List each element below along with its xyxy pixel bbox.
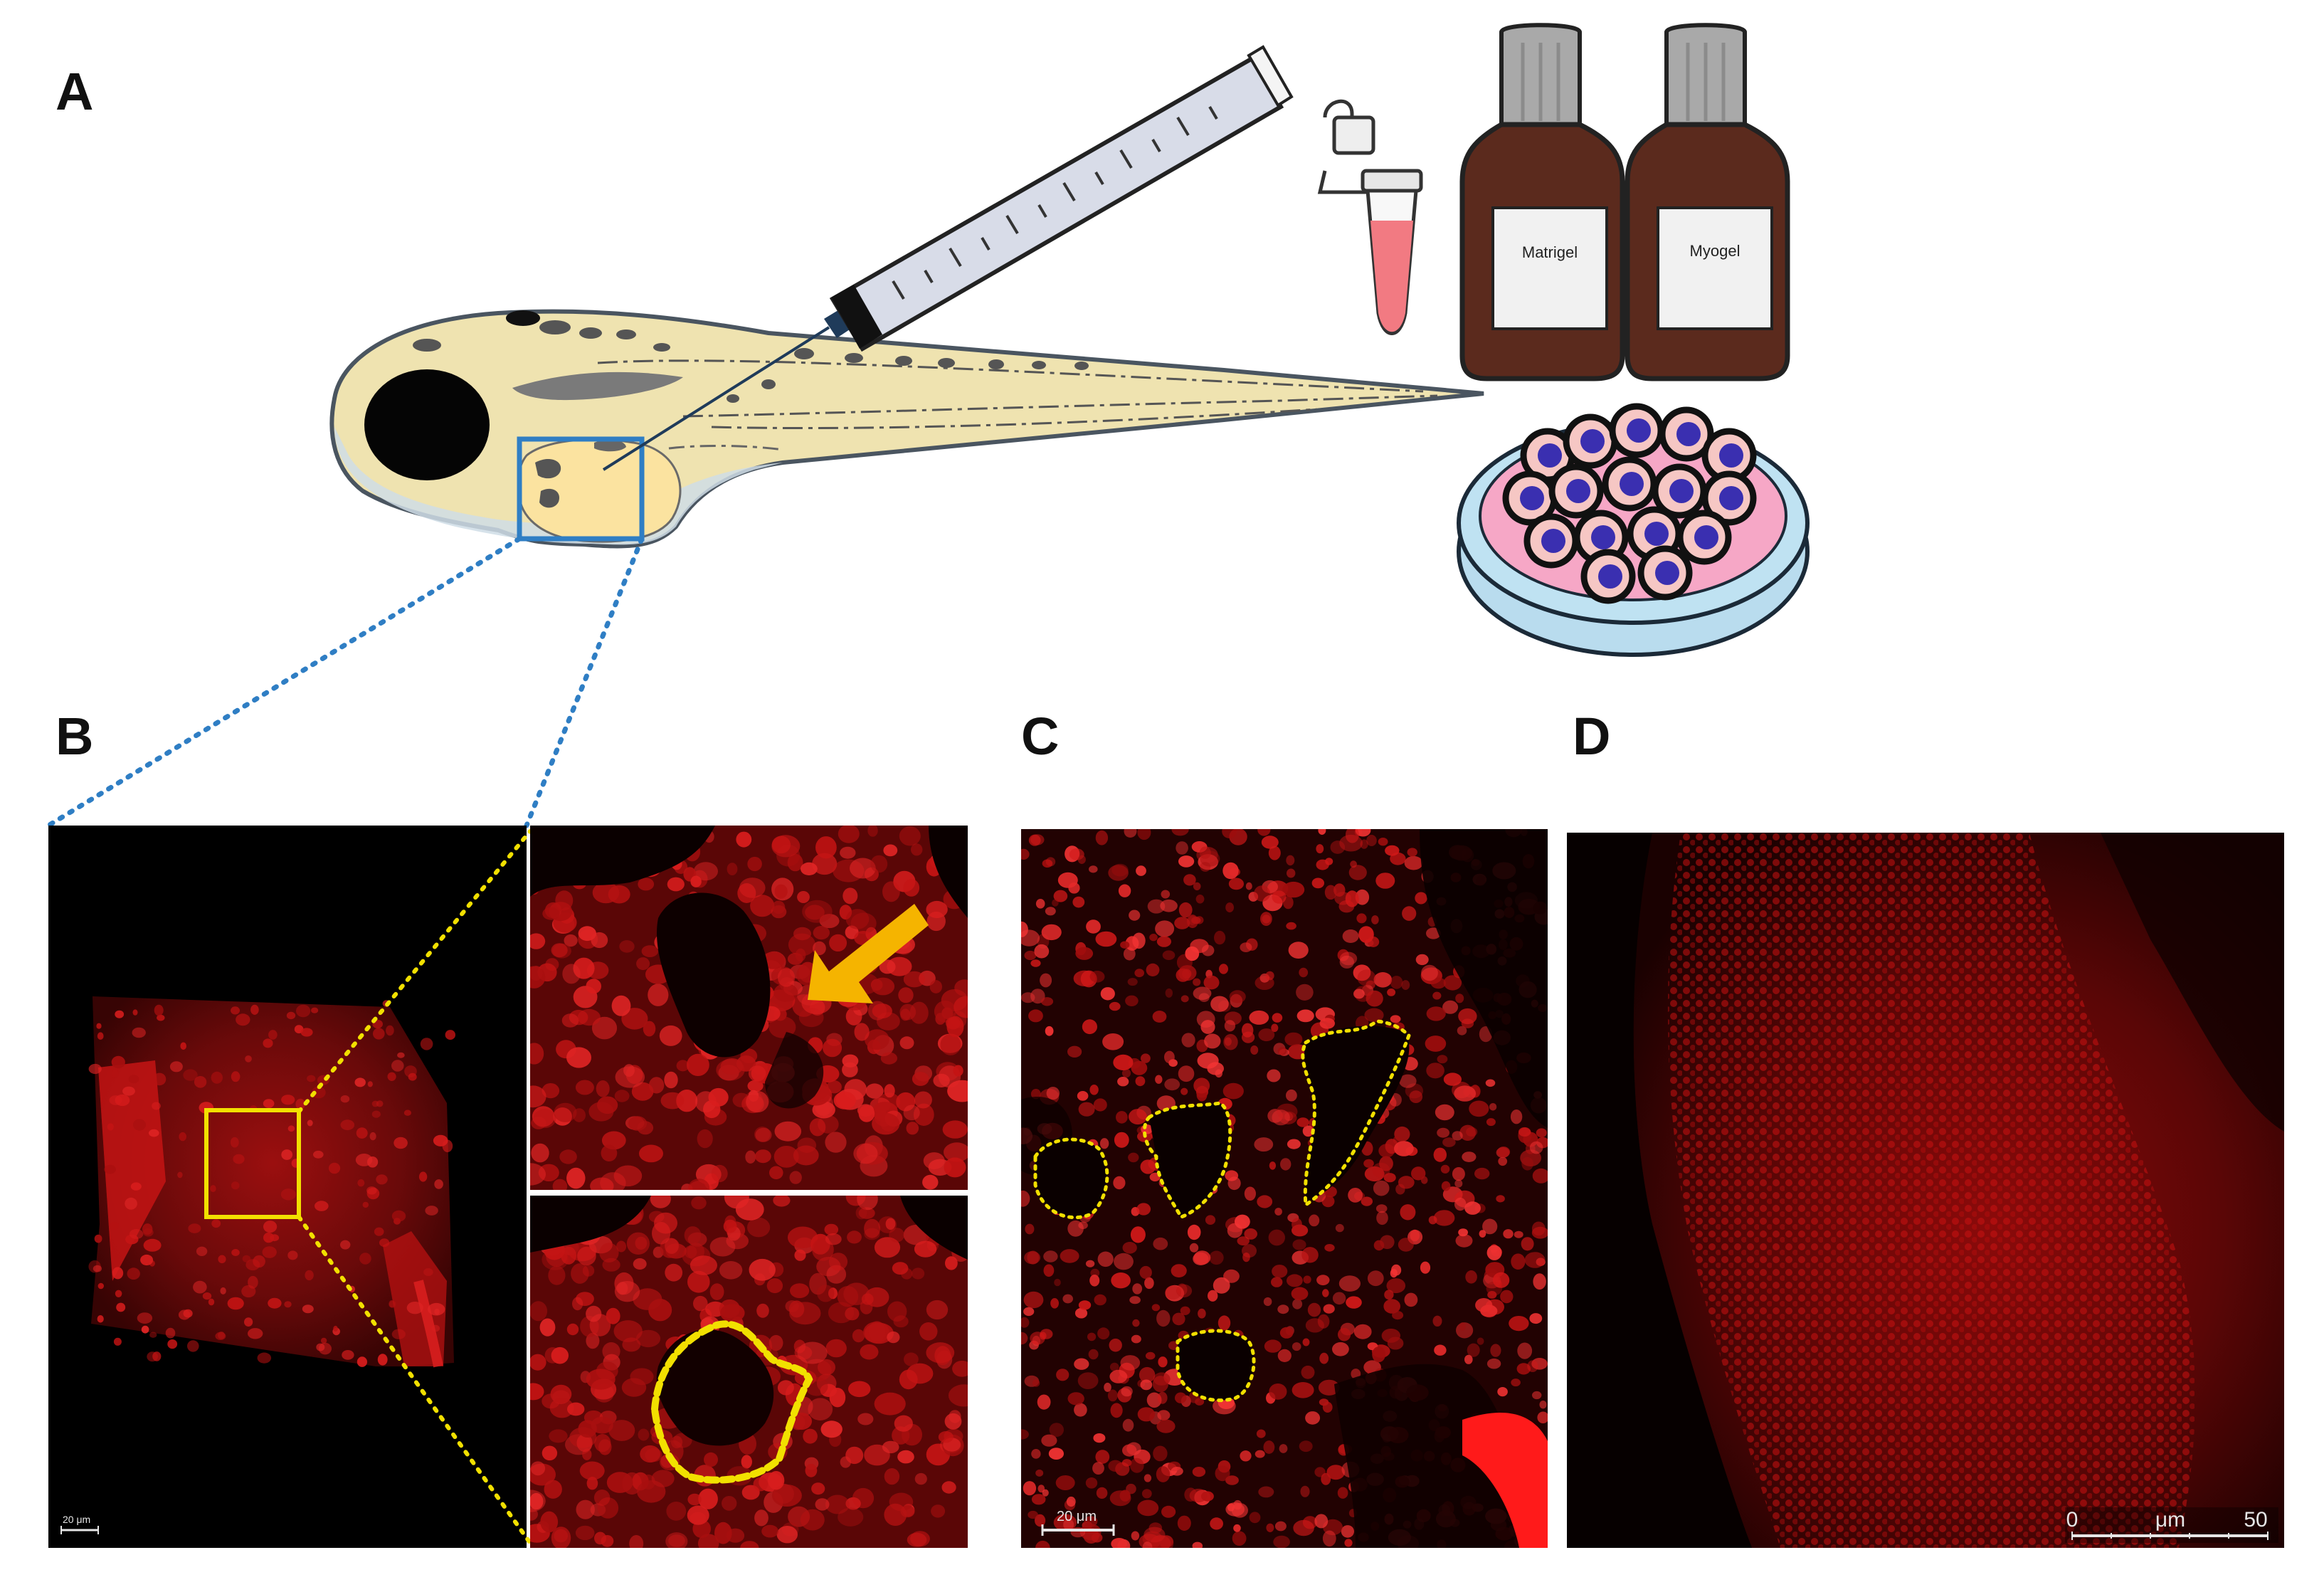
panel-d-image: 0 μm 50 (1567, 833, 2284, 1548)
scale-bar-d-unit: μm (2155, 1508, 2185, 1532)
microtube (1317, 99, 1423, 335)
zoom-line-left (46, 536, 522, 828)
arrow-indicator (808, 904, 929, 1003)
panel-b-overview: 20 μm (48, 826, 527, 1548)
lumen-outline-c-2 (1142, 1101, 1232, 1220)
lumen-outline-c-1 (1033, 1137, 1109, 1220)
cell-cluster (1502, 403, 1757, 604)
panel-b-zoom-bottom (530, 1196, 968, 1548)
scale-bar-c-label: 20 μm (1057, 1509, 1097, 1524)
scale-bar-b-label: 20 μm (63, 1514, 90, 1525)
panel-b-zoom-top (530, 826, 968, 1190)
zoom-line-right (524, 536, 645, 828)
panel-label-d: D (1573, 707, 1611, 766)
syringe (602, 45, 1294, 471)
bottle-myogel: Myogel (1625, 23, 1790, 381)
inset-box-yellow (204, 1108, 301, 1219)
lumen-outline-c-4 (1176, 1329, 1256, 1403)
zebrafish-larva (329, 309, 1484, 549)
inset-box-blue (517, 436, 645, 542)
lumen-outline-c-3 (1301, 1019, 1411, 1208)
lumen-outline-b (650, 1320, 813, 1484)
bottle-label-matrigel: Matrigel (1522, 243, 1578, 261)
scale-bar-d-start: 0 (2066, 1508, 2079, 1532)
panel-c-image: 20 μm (1021, 829, 1548, 1548)
panel-label-c: C (1021, 707, 1060, 766)
panel-label-a: A (56, 62, 94, 121)
bottle-label-myogel: Myogel (1690, 242, 1741, 260)
bottle-matrigel: Matrigel (1459, 23, 1625, 381)
scale-bar-d-end: 50 (2244, 1508, 2267, 1532)
petri-dish (1457, 403, 1810, 657)
panel-label-b: B (56, 707, 94, 766)
